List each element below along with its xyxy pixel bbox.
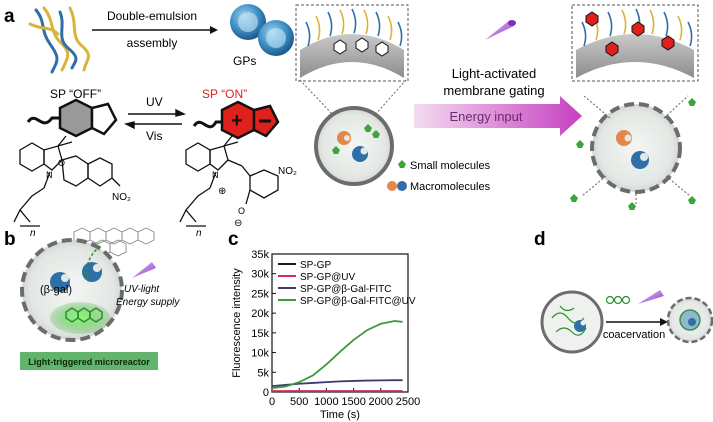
coacervation-label: coacervation: [603, 329, 665, 341]
light-beam-icon: [485, 20, 516, 40]
coacervate-droplet: [666, 296, 713, 344]
chem-o-right: O: [238, 206, 245, 216]
assembly-arrow-head: [210, 26, 218, 34]
coacervate-polymer-icon: [605, 295, 631, 305]
small-molecules-label: Small molecules: [410, 160, 491, 172]
macromolecule-icon-orange: [387, 181, 397, 191]
chem-minus-right: ⊖: [234, 218, 242, 229]
zoom-line-right: [373, 79, 407, 117]
microreactor-label: Light-triggered microreactor: [28, 357, 150, 367]
vis-label: Vis: [146, 129, 162, 143]
release-arrows: [581, 95, 691, 206]
legend-label: SP-GP@β-Gal-FITC@UV: [300, 296, 416, 307]
membrane-closed-illustration: [300, 8, 404, 78]
x-tick-label: 2000: [369, 396, 393, 408]
gating-line-2: membrane gating: [443, 83, 544, 98]
y-tick-label: 10k: [251, 348, 269, 360]
y-tick-label: 20k: [251, 308, 269, 320]
microreactor-vesicle: [20, 238, 124, 342]
chem-n-left: N: [46, 170, 53, 180]
energy-input-arrow: [414, 96, 582, 136]
membrane-zoom-box-closed: [295, 4, 409, 82]
released-small-molecules: [570, 98, 696, 210]
x-tick-label: 2500: [396, 396, 420, 408]
zoom-line-left: [299, 79, 335, 117]
x-tick-label: 500: [290, 396, 308, 408]
chem-plus-right: ⊕: [218, 186, 226, 197]
gp-spheres: [230, 4, 294, 56]
spiropyran-closed-structure: [13, 135, 121, 227]
vesicle-closed: [314, 106, 394, 186]
y-tick-label: 35k: [251, 249, 269, 261]
substrate-entry-arrow: [85, 245, 101, 283]
svg-text:+: +: [231, 110, 243, 132]
chem-no2-right: NO₂: [278, 166, 297, 177]
macromolecule-icon-blue: [397, 181, 407, 191]
membrane-zoom-box-open: [571, 4, 699, 82]
legend-label: SP-GP@β-Gal-FITC: [300, 284, 391, 295]
coacervation-start-vesicle: [540, 290, 604, 354]
x-tick-label: 0: [269, 396, 275, 408]
panel-a-letter: a: [4, 6, 15, 27]
uv-light-label: UV-light: [124, 284, 160, 295]
macromolecules-label: Macromolecules: [410, 181, 491, 193]
y-tick-label: 25k: [251, 288, 269, 300]
assembly-label-1: Double-emulsion: [107, 9, 197, 23]
panel-c-letter: c: [228, 229, 239, 250]
sp-on-label: SP “ON”: [202, 87, 247, 101]
uv-beam-icon-d: [638, 290, 664, 304]
uv-vis-arrows: [123, 108, 187, 130]
chem-n-right: N: [212, 170, 219, 180]
panel-b-letter: b: [4, 229, 16, 250]
small-molecule-icon: [398, 160, 406, 168]
chem-o-left: O: [58, 158, 65, 168]
uv-label: UV: [146, 95, 163, 109]
vesicle-open: [590, 102, 682, 194]
x-tick-label: 1000: [314, 396, 338, 408]
chem-n-sub-left: n: [30, 228, 36, 239]
uv-beam-icon: [132, 262, 156, 278]
coacervation-arrow-head: [660, 318, 668, 326]
beta-gal-label: (β-gal): [40, 284, 72, 296]
legend-label: SP-GP@UV: [300, 272, 355, 283]
y-tick-label: 0: [263, 387, 269, 399]
sp-off-label: SP “OFF”: [50, 87, 101, 101]
y-tick-label: 30k: [251, 269, 269, 281]
legend-label: SP-GP: [300, 260, 331, 271]
panel-d-letter: d: [534, 229, 546, 250]
y-axis-label: Fluorescence intensity: [231, 268, 243, 378]
chem-no2-left: NO₂: [112, 192, 131, 203]
x-tick-label: 1500: [341, 396, 365, 408]
polymer-strands: [28, 6, 90, 74]
y-tick-label: 15k: [251, 328, 269, 340]
y-tick-label: 5k: [257, 367, 269, 379]
gps-label: GPs: [233, 54, 256, 68]
microreactor-label-box: [20, 352, 158, 370]
sp-off-molecule-icon: [26, 98, 118, 138]
assembly-label-2: assembly: [127, 36, 178, 50]
membrane-open-illustration: [576, 8, 694, 78]
energy-supply-label: Energy supply: [116, 297, 180, 308]
gating-line-1: Light-activated: [452, 66, 537, 81]
energy-input-label: Energy input: [450, 109, 523, 124]
chem-n-sub-right: n: [196, 228, 202, 239]
merocyanine-open-structure: [179, 135, 279, 227]
series-line-4: [271, 320, 403, 389]
microreactor-label-shade: [20, 352, 158, 370]
sp-on-molecule-icon: +: [192, 100, 280, 140]
x-axis-label: Time (s): [320, 409, 360, 421]
